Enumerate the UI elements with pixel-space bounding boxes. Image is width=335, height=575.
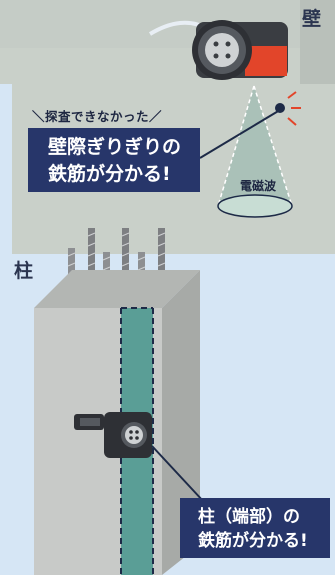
wall-label: 壁 bbox=[302, 8, 322, 30]
wall-callout-line2: 鉄筋が分かる! bbox=[48, 163, 171, 185]
wall-scanner bbox=[148, 20, 288, 80]
wave-cone bbox=[217, 85, 293, 218]
pillar-callout-line2: 鉄筋が分かる! bbox=[198, 531, 308, 551]
pillar-callout-pointer bbox=[151, 445, 205, 503]
wave-label: 電磁波 bbox=[240, 179, 277, 193]
wall-callout-box: 壁際ぎりぎりの 鉄筋が分かる! bbox=[28, 128, 200, 192]
detected-rebar-marker bbox=[199, 91, 301, 159]
not-detectable-note: ＼探査できなかった／ bbox=[32, 109, 163, 124]
pillar-scanner bbox=[74, 412, 152, 458]
wall-callout-line1: 壁際ぎりぎりの bbox=[48, 136, 182, 158]
pillar-callout-box: 柱（端部）の 鉄筋が分かる! bbox=[180, 498, 330, 558]
pillar-callout-line1: 柱（端部）の bbox=[198, 507, 300, 527]
pillar-label: 柱 bbox=[14, 260, 34, 282]
